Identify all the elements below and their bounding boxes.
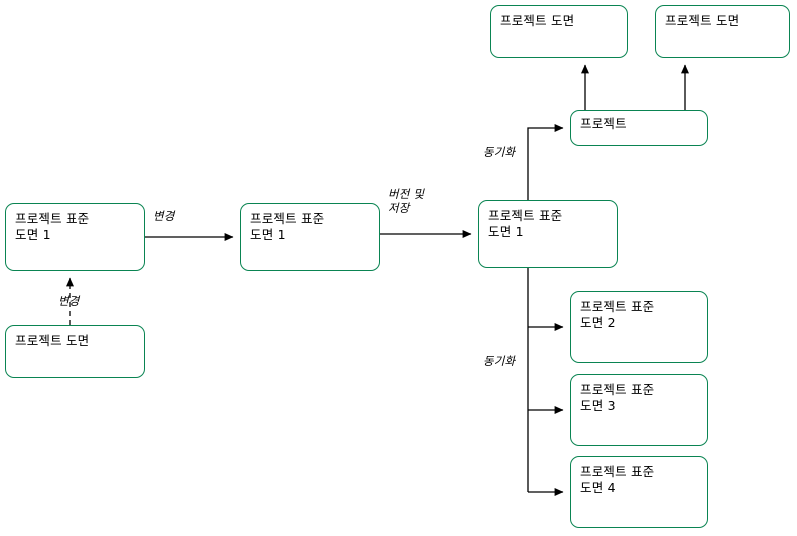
edge-label-sync-top: 동기화 xyxy=(483,145,516,159)
edge-std1c-to-project xyxy=(527,124,564,200)
node-label: 프로젝트 표준 도면 1 xyxy=(488,208,563,239)
node-project[interactable]: 프로젝트 xyxy=(570,110,708,146)
node-label: 프로젝트 도면 xyxy=(500,13,575,28)
node-project-drawing-2[interactable]: 프로젝트 도면 xyxy=(655,5,790,58)
edge-label-version-and-save: 버전 및 저장 xyxy=(388,187,425,215)
node-std3[interactable]: 프로젝트 표준 도면 3 xyxy=(570,374,708,446)
node-project-drawing-1[interactable]: 프로젝트 도면 xyxy=(490,5,628,58)
edge-label-change-2: 변경 xyxy=(58,294,80,308)
node-project-drawing-source[interactable]: 프로젝트 도면 xyxy=(5,325,145,378)
edge-label-sync-bottom: 동기화 xyxy=(483,354,516,368)
node-std1-b[interactable]: 프로젝트 표준 도면 1 xyxy=(240,203,380,271)
node-std2[interactable]: 프로젝트 표준 도면 2 xyxy=(570,291,708,363)
node-label: 프로젝트 표준 도면 1 xyxy=(15,211,90,242)
node-label: 프로젝트 xyxy=(580,116,627,131)
node-std4[interactable]: 프로젝트 표준 도면 4 xyxy=(570,456,708,528)
node-label: 프로젝트 도면 xyxy=(15,333,90,348)
node-std1-a[interactable]: 프로젝트 표준 도면 1 xyxy=(5,203,145,271)
node-label: 프로젝트 도면 xyxy=(665,13,740,28)
node-label: 프로젝트 표준 도면 4 xyxy=(580,464,655,495)
node-label: 프로젝트 표준 도면 3 xyxy=(580,382,655,413)
node-label: 프로젝트 표준 도면 2 xyxy=(580,299,655,330)
edge-label-change-1: 변경 xyxy=(153,209,175,223)
node-label: 프로젝트 표준 도면 1 xyxy=(250,211,325,242)
node-std1-c[interactable]: 프로젝트 표준 도면 1 xyxy=(478,200,618,268)
